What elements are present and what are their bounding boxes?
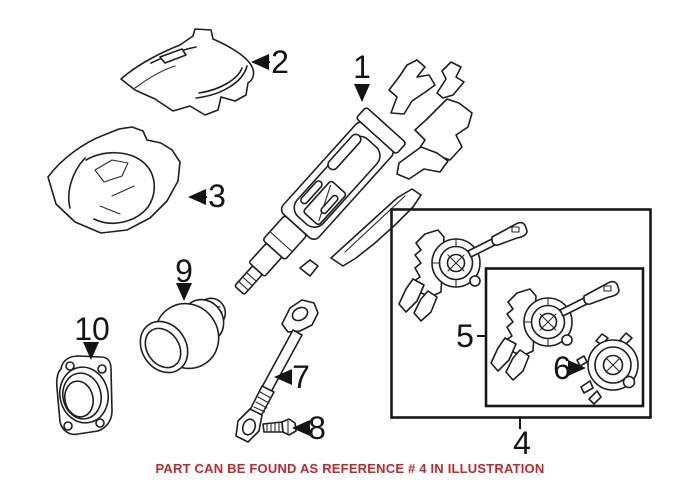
- part-7-intermediate-shaft: [235, 299, 319, 443]
- callout-label-5: 5: [456, 318, 474, 354]
- part-9-lock-housing-boot: [139, 297, 227, 374]
- part-10-cover-plate: [55, 355, 113, 436]
- reference-5-inner-box: [484, 267, 645, 408]
- callout-label-4: 4: [513, 425, 531, 461]
- callout-label-2: 2: [271, 44, 289, 80]
- callout-label-3: 3: [208, 178, 226, 214]
- callout-label-9: 9: [175, 253, 193, 289]
- part-6-clock-spring: [576, 332, 639, 405]
- callout-label-6: 6: [553, 350, 571, 386]
- callout-label-10: 10: [74, 311, 110, 347]
- callout-label-7: 7: [292, 359, 310, 395]
- part-2-upper-column-cover: [120, 28, 255, 116]
- part-1-steering-column-assembly: [234, 59, 473, 295]
- part-8-bolt: [262, 418, 297, 436]
- footer-note: PART CAN BE FOUND AS REFERENCE # 4 IN IL…: [155, 461, 545, 476]
- callout-label-8: 8: [308, 410, 326, 446]
- part-3-lower-column-cover: [47, 126, 181, 234]
- callout-leaders: [83, 54, 586, 436]
- callout-label-1: 1: [353, 49, 371, 85]
- switch-cluster-top: [398, 221, 528, 322]
